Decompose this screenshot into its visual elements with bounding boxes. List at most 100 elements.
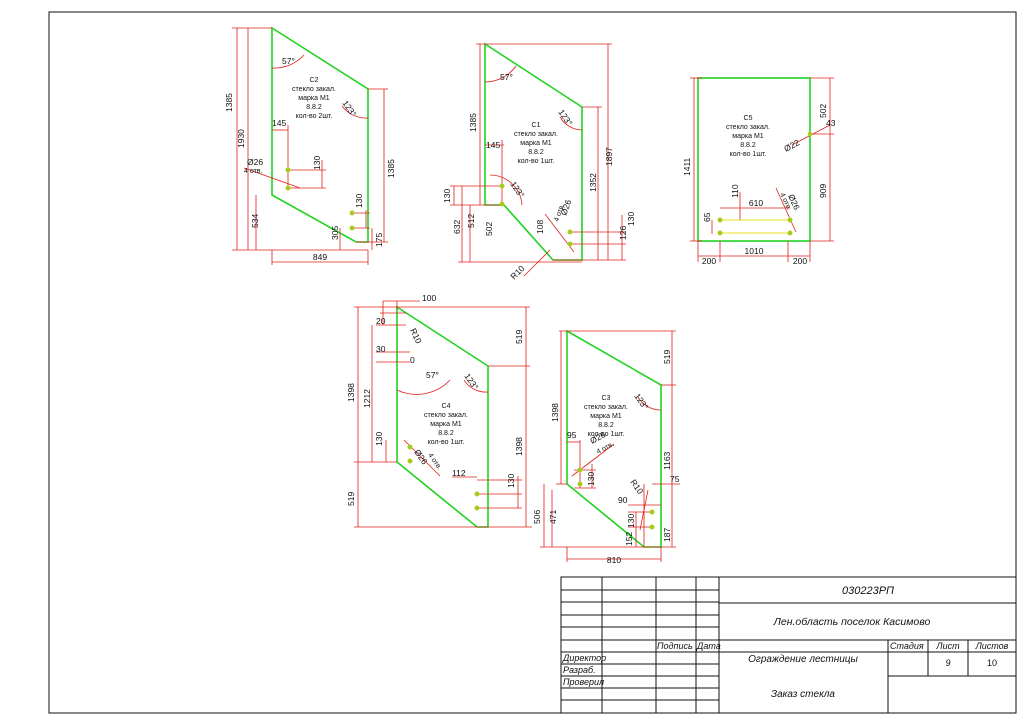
title-block: 030223РП Лен.область поселок Касимово Ог… [560, 576, 1017, 714]
panel-c2: C2 стекло закал. марка М1 8.8.2 кол-во 2… [224, 26, 396, 265]
glass-outline-c5 [697, 77, 811, 242]
dim-c2-130-upper: 130 [312, 156, 322, 170]
dim-c4-100: 100 [422, 293, 436, 303]
note-c5-1: стекло закал. [726, 124, 770, 131]
dim-c2-angle-57: 57° [282, 56, 295, 66]
hole-c5-5 [807, 131, 813, 137]
note-c4-4: кол-во 1шт. [428, 439, 465, 446]
hole-c5-2 [717, 230, 723, 236]
dim-c2-1385-right: 1385 [386, 159, 396, 178]
panel-c3: C3 стекло закал. марка М1 8.8.2 кол-во 1… [532, 329, 680, 565]
dim-c2-145: 145 [272, 118, 286, 128]
note-c3-2: марка М1 [590, 413, 621, 420]
dim-c2-534: 534 [250, 214, 260, 228]
hole-c1-2 [499, 201, 505, 207]
note-c4-3: 8.8.2 [438, 430, 454, 437]
dim-c1-angle-57: 57° [500, 72, 513, 82]
dim-c1-126: 126 [618, 226, 628, 240]
note-c2-3: 8.8.2 [306, 104, 322, 111]
panel-c5: C5 стекло закал. марка М1 8.8.2 кол-во 1… [682, 77, 836, 266]
glass-outline-c3 [566, 329, 662, 548]
note-c1-1: стекло закал. [514, 131, 558, 138]
note-c1-0: C1 [532, 122, 541, 129]
dim-c3-angle-123: 123° [632, 391, 650, 411]
note-c5-2: марка М1 [732, 133, 763, 140]
dim-c3-187: 187 [662, 528, 672, 542]
dim-c5-dia22: Ø22 [782, 137, 801, 154]
hole-c5-3 [787, 217, 793, 223]
dim-c3-1398: 1398 [550, 403, 560, 422]
dim-c1-1897: 1897 [604, 147, 614, 166]
tb-role-razrab: Разраб. [563, 665, 596, 675]
hole-c1-1 [499, 183, 505, 189]
hole-c2-1 [285, 167, 291, 173]
note-c5-0: C5 [744, 115, 753, 122]
dim-c1-angle-123b: 123° [508, 179, 526, 199]
dim-c2-holes: 4 отв. [244, 168, 263, 175]
dim-c4-130-left: 130 [374, 432, 384, 446]
dim-c2-dia26: Ø26 [247, 157, 263, 167]
hole-c4-1 [407, 444, 413, 450]
dim-c5-502: 502 [818, 104, 828, 118]
note-c1-2: марка М1 [520, 140, 551, 147]
note-c1-3: 8.8.2 [528, 149, 544, 156]
dim-c1-1352: 1352 [588, 173, 598, 192]
dim-c5-43: 43 [826, 118, 836, 128]
hole-c1-3 [567, 229, 573, 235]
dim-c4-30: 30 [376, 344, 386, 354]
tb-code: 030223РП [842, 585, 894, 597]
dim-c4-1398-right: 1398 [514, 437, 524, 456]
dim-c5-1010: 1010 [745, 246, 764, 256]
dim-c4-r10: R10 [408, 327, 424, 346]
tb-h-listov: Листов [975, 641, 1009, 651]
note-c2-1: стекло закал. [292, 86, 336, 93]
dim-c3-95: 95 [567, 430, 577, 440]
hole-c3-4 [649, 524, 655, 530]
dim-c4-0: 0 [410, 355, 415, 365]
dim-c2-849: 849 [313, 252, 327, 262]
note-c2-4: кол-во 2шт. [296, 113, 333, 120]
note-c4-0: C4 [442, 403, 451, 410]
note-c4-1: стекло закал. [424, 412, 468, 419]
dim-c1-r10: R10 [508, 263, 526, 281]
dim-c2-1385-left: 1385 [224, 93, 234, 112]
hole-c4-2 [407, 458, 413, 464]
dim-c3-152: 152 [624, 532, 634, 546]
tb-sheet-name: Заказ стекла [771, 689, 835, 700]
dim-c4-1212: 1212 [362, 389, 372, 408]
hole-c3-1 [577, 467, 583, 473]
dim-c2-1930: 1930 [236, 129, 246, 148]
dim-c1-130: 130 [442, 189, 452, 203]
dim-c4-519-top: 519 [514, 330, 524, 344]
dim-c4-112: 112 [452, 468, 466, 478]
dim-c4-519-bottom: 519 [346, 492, 356, 506]
dim-c4-130-right: 130 [506, 474, 516, 488]
dim-c5-909: 909 [818, 184, 828, 198]
note-c1-4: кол-во 1шт. [518, 158, 555, 165]
tb-h-podpis: Подпись [657, 641, 693, 651]
dim-c5-200-right: 200 [793, 256, 807, 266]
dim-c3-1163: 1163 [662, 451, 672, 470]
note-c5-3: 8.8.2 [740, 142, 756, 149]
dim-c2-angle-123: 123° [340, 98, 358, 118]
tb-listov-value: 10 [987, 658, 997, 668]
dim-c3-810: 810 [607, 555, 621, 565]
dim-c4-angle-57: 57° [426, 370, 439, 380]
sheet-border [48, 11, 1017, 714]
hole-c3-2 [577, 481, 583, 487]
dim-c3-519: 519 [662, 350, 672, 364]
dim-c5-610: 610 [749, 198, 763, 208]
dim-c1-1385: 1385 [468, 113, 478, 132]
dim-c3-90: 90 [618, 495, 628, 505]
hole-c2-2 [285, 185, 291, 191]
hole-c1-4 [567, 241, 573, 247]
dim-c3-holes: 4 отв. [596, 441, 616, 456]
dim-c3-506: 506 [532, 510, 542, 524]
dim-c5-110: 110 [730, 184, 740, 198]
dim-c5-65: 65 [702, 212, 712, 222]
note-c4-2: марка М1 [430, 421, 461, 428]
tb-subject: Ограждение лестницы [748, 654, 858, 665]
hole-c4-3 [474, 491, 480, 497]
note-c3-0: C3 [602, 395, 611, 402]
